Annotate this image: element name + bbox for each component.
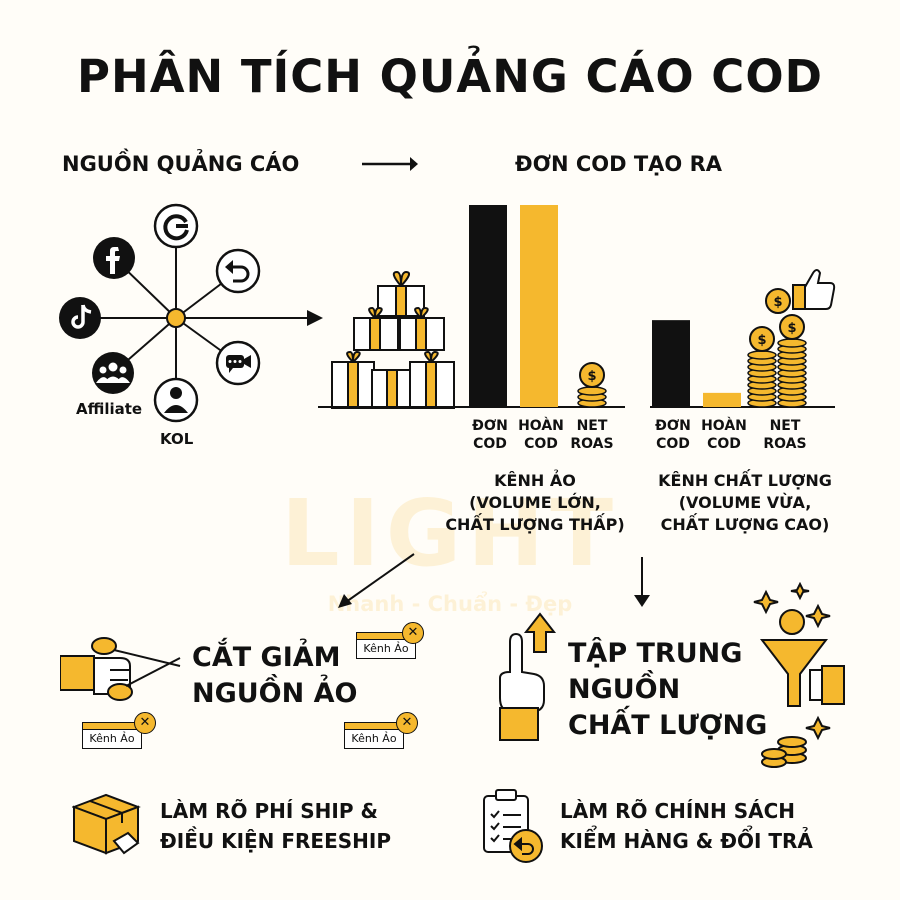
fake-channel-tag-2: Kênh Ảo ✕ bbox=[82, 712, 156, 756]
tiktok-icon bbox=[59, 297, 101, 339]
watermark-brand: LIGHT bbox=[280, 480, 620, 587]
action-focus-text: TẬP TRUNG NGUỒN CHẤT LƯỢNG bbox=[568, 636, 767, 744]
source-network-diagram bbox=[59, 203, 323, 423]
svg-text:$: $ bbox=[587, 369, 596, 384]
tick-hoan-cod-1: HOÀN COD bbox=[518, 418, 564, 452]
fake-channel-tag-3: Kênh Ảo ✕ bbox=[344, 712, 422, 756]
arrow-to-focus-icon bbox=[634, 557, 650, 607]
pointing-hand-up-icon bbox=[499, 612, 557, 741]
group-fake-channel: KÊNH ẢO (VOLUME LỚN, CHẤT LƯỢNG THẤP) bbox=[440, 470, 630, 536]
tick-net-roas-1: NET ROAS bbox=[570, 418, 614, 452]
tag-label: Kênh Ảo bbox=[356, 639, 416, 659]
scissors-hand-icon bbox=[60, 637, 181, 701]
tick-don-cod-1: ĐƠN COD bbox=[472, 418, 508, 452]
fake-channel-tag-1: Kênh Ảo ✕ bbox=[356, 622, 430, 660]
group-fake-sub2: CHẤT LƯỢNG THẤP) bbox=[445, 515, 625, 534]
thumbs-up-icon bbox=[792, 269, 836, 310]
group-fake-title: KÊNH ẢO bbox=[494, 471, 576, 490]
bar-2-don-cod bbox=[652, 320, 690, 407]
return-icon bbox=[215, 248, 261, 294]
shipping-box-icon bbox=[72, 793, 141, 855]
close-icon: ✕ bbox=[396, 712, 418, 734]
group-quality-channel: KÊNH CHẤT LƯỢNG (VOLUME VỪA, CHẤT LƯỢNG … bbox=[630, 470, 860, 536]
tick-don-cod-2: ĐƠN COD bbox=[655, 418, 691, 452]
facebook-icon bbox=[93, 237, 135, 279]
google-icon bbox=[153, 203, 199, 249]
close-icon: ✕ bbox=[402, 622, 424, 644]
svg-text:$: $ bbox=[773, 295, 782, 310]
action-cut-line2: NGUỒN ẢO bbox=[192, 678, 358, 709]
group-quality-sub2: CHẤT LƯỢNG CAO) bbox=[660, 515, 830, 534]
watermark-slogan: Nhanh - Chuẩn - Đẹp bbox=[327, 592, 573, 616]
group-fake-sub1: (VOLUME LỚN, bbox=[469, 493, 601, 512]
clipboard-return-icon bbox=[483, 789, 543, 863]
close-icon: ✕ bbox=[134, 712, 156, 734]
header-cod-orders: ĐƠN COD TẠO RA bbox=[515, 152, 722, 176]
tip-shipping-line2: ĐIỀU KIỆN FREESHIP bbox=[160, 829, 391, 853]
tick-net-roas-2: NET ROAS bbox=[763, 418, 807, 452]
cod-bar-chart: $ $ $ $ bbox=[318, 205, 836, 408]
funnel-coins-icon bbox=[753, 582, 845, 768]
tip-return-line2: KIỂM HÀNG & ĐỔI TRẢ bbox=[560, 829, 813, 853]
tip-shipping-text: LÀM RÕ PHÍ SHIP & ĐIỀU KIỆN FREESHIP bbox=[160, 796, 391, 856]
bar-1-don-cod bbox=[469, 205, 507, 407]
header-arrow-icon bbox=[362, 157, 418, 171]
tip-return-text: LÀM RÕ CHÍNH SÁCH KIỂM HÀNG & ĐỔI TRẢ bbox=[560, 796, 813, 856]
bar-2-hoan-cod bbox=[703, 392, 741, 407]
tip-return-line1: LÀM RÕ CHÍNH SÁCH bbox=[560, 799, 796, 823]
page-title: PHÂN TÍCH QUẢNG CÁO COD bbox=[77, 50, 823, 103]
video-chat-icon bbox=[215, 340, 261, 386]
tick-hoan-cod-2: HOÀN COD bbox=[701, 418, 747, 452]
group-quality-sub1: (VOLUME VỪA, bbox=[678, 493, 812, 512]
action-focus-line3: CHẤT LƯỢNG bbox=[568, 710, 768, 741]
kol-label: KOL bbox=[160, 430, 194, 448]
svg-text:$: $ bbox=[757, 333, 766, 348]
kol-user-icon bbox=[153, 377, 199, 423]
tag-label: Kênh Ảo bbox=[344, 729, 404, 749]
gift-boxes-icon bbox=[331, 270, 455, 409]
bar-2-net-roas-coins: $ $ $ bbox=[747, 288, 807, 408]
bar-1-hoan-cod bbox=[520, 205, 558, 407]
arrow-to-cut-icon bbox=[338, 553, 415, 608]
action-focus-line2: NGUỒN bbox=[568, 674, 681, 705]
tip-shipping-line1: LÀM RÕ PHÍ SHIP & bbox=[160, 799, 378, 823]
tag-label: Kênh Ảo bbox=[82, 729, 142, 749]
action-cut-line1: CẮT GIẢM bbox=[192, 642, 341, 673]
svg-text:$: $ bbox=[787, 321, 796, 336]
affiliate-group-icon bbox=[92, 352, 134, 394]
header-sources: NGUỒN QUẢNG CÁO bbox=[62, 152, 300, 176]
affiliate-label: Affiliate bbox=[76, 400, 143, 418]
bar-1-net-roas-coins: $ bbox=[577, 362, 607, 408]
action-cut-text: CẮT GIẢM NGUỒN ẢO bbox=[192, 640, 357, 712]
group-quality-title: KÊNH CHẤT LƯỢNG bbox=[658, 471, 832, 490]
action-focus-line1: TẬP TRUNG bbox=[568, 638, 743, 669]
